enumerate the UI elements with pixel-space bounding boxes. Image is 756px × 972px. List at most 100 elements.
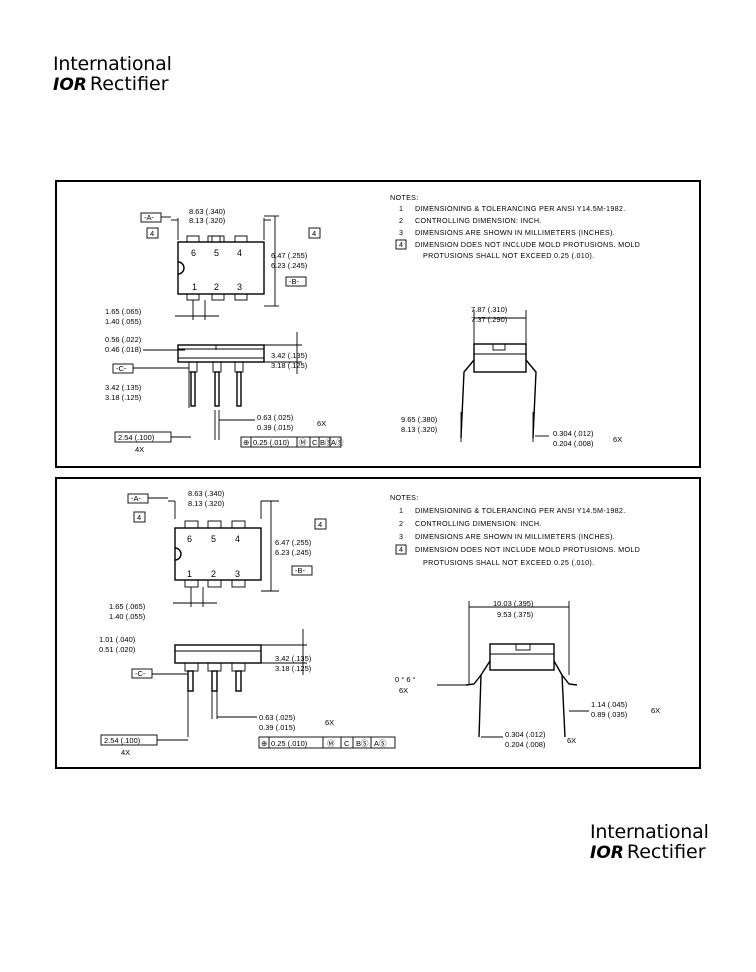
svg-text:1: 1 (399, 506, 403, 515)
dim-pitch: 2.54 (.100) (104, 736, 141, 745)
dim-body-height-min: 3.18 (.125) (271, 361, 308, 370)
smd-drawing: 6 5 4 1 2 3 -A- 4 8.63 (.340) 8.13 (.320… (99, 489, 660, 757)
end-lead-thick-min: 0.204 (.008) (505, 740, 546, 749)
end-foot-qty: 6X (651, 706, 660, 715)
dim-pitch-qty: 4X (121, 748, 130, 757)
svg-text:0.25 (.010): 0.25 (.010) (253, 438, 290, 447)
svg-text:DIMENSIONING & TOLERANCING PE: DIMENSIONING & TOLERANCING PER ANSI Y14.… (415, 506, 626, 515)
logo-ior-badge: IOR (53, 75, 87, 95)
dip-end-view (460, 343, 537, 439)
dim-pin-spacing-min: 1.40 (.055) (105, 317, 142, 326)
svg-text:4: 4 (399, 545, 403, 554)
svg-text:DIMENSION DOES NOT INCLUDE: DIMENSION DOES NOT INCLUDE MOLD PROTUSIO… (415, 545, 640, 554)
smd-top-view: 6 5 4 1 2 3 (174, 520, 262, 588)
logo-rectifier: Rectifier (626, 841, 706, 863)
note-flag-4: 4 (137, 513, 141, 522)
end-lead-thick-min: 0.204 (.008) (553, 439, 594, 448)
svg-text:0.25 (.010): 0.25 (.010) (271, 739, 308, 748)
pin-4-label: 4 (237, 248, 242, 258)
end-row-spacing-min: 7.37 (.290) (471, 315, 508, 324)
pin-3-label: 3 (235, 569, 240, 579)
datum-b-label: -B- (289, 277, 300, 286)
svg-text:CONTROLLING DIMENSION: INCH.: CONTROLLING DIMENSION: INCH. (415, 519, 542, 528)
pin-6-label: 6 (191, 248, 196, 258)
end-foot-min: 0.89 (.035) (591, 710, 628, 719)
dim-pin-spacing-max: 1.65 (.065) (105, 307, 142, 316)
svg-text:3: 3 (399, 228, 403, 237)
dip-drawing: 6 5 4 1 2 3 -A- 4 8.63 (.340) 8.13 (.320… (105, 193, 640, 454)
note-flag-4b: 4 (312, 229, 316, 238)
end-lead-span-min: 9.53 (.375) (497, 610, 534, 619)
dim-width-max: 6.47 (.255) (275, 538, 312, 547)
datum-b-label: -B- (295, 566, 306, 575)
svg-text:⊕: ⊕ (261, 739, 267, 748)
logo-ior-badge: IOR (590, 843, 624, 863)
dim-lead-thick-max: 0.63 (.025) (257, 413, 294, 422)
pin-6-label: 6 (187, 534, 192, 544)
notes-title: NOTES: (390, 493, 419, 502)
svg-text:C: C (312, 438, 318, 447)
dim-lead-thick-min: 0.39 (.015) (259, 723, 296, 732)
pin-2-label: 2 (211, 569, 216, 579)
svg-text:AⓈ: AⓈ (331, 438, 344, 447)
pin-5-label: 5 (211, 534, 216, 544)
datum-a-label: -A- (131, 494, 142, 503)
datum-c-label: -C- (116, 364, 127, 373)
svg-text:BⓈ: BⓈ (320, 438, 333, 447)
dim-lead-thick-max: 0.63 (.025) (259, 713, 296, 722)
smd-end-view (465, 643, 578, 738)
end-lead-span-max: 9.65 (.380) (401, 415, 438, 424)
svg-text:CONTROLLING DIMENSION: INCH.: CONTROLLING DIMENSION: INCH. (415, 216, 542, 225)
dip-side-view (177, 344, 265, 407)
dim-lead-length-max: 3.42 (.135) (105, 383, 142, 392)
svg-text:⊕: ⊕ (243, 438, 249, 447)
svg-text:PROTUSIONS SHALL NOT EXCEED: PROTUSIONS SHALL NOT EXCEED 0.25 (.010). (423, 558, 594, 567)
svg-text:DIMENSIONS ARE SHOWN IN MI: DIMENSIONS ARE SHOWN IN MILLIMETERS (INC… (415, 228, 615, 237)
note-flag-4b: 4 (318, 520, 322, 529)
feature-control-frame: ⊕ 0.25 (.010) Ⓜ C BⓈ AⓈ (258, 736, 396, 749)
feature-control-frame: ⊕ 0.25 (.010) Ⓜ C BⓈ AⓈ (240, 436, 344, 448)
panel-dip-package: 6 5 4 1 2 3 -A- 4 8.63 (.340) 8.13 (.320… (55, 180, 701, 468)
smd-side-view (174, 644, 262, 692)
dim-length-max: 8.63 (.340) (189, 207, 226, 216)
notes-block: NOTES: 1 DIMENSIONING & TOLERANCING PER … (390, 193, 640, 260)
notes-title: NOTES: (390, 193, 419, 202)
pin-5-label: 5 (214, 248, 219, 258)
svg-text:Ⓜ: Ⓜ (327, 739, 335, 748)
end-angle-qty: 6X (399, 686, 408, 695)
dim-pin-spacing-max: 1.65 (.065) (109, 602, 146, 611)
end-lead-thick-max: 0.304 (.012) (553, 429, 594, 438)
end-lead-span-max: 10.03 (.395) (493, 599, 534, 608)
panel-smd-package: 6 5 4 1 2 3 -A- 4 8.63 (.340) 8.13 (.320… (55, 477, 701, 769)
dim-pitch-qty: 4X (135, 445, 144, 454)
end-foot-max: 1.14 (.045) (591, 700, 628, 709)
dim-standoff-max: 1.01 (.040) (99, 635, 136, 644)
svg-text:DIMENSIONS ARE SHOWN IN MI: DIMENSIONS ARE SHOWN IN MILLIMETERS (INC… (415, 532, 615, 541)
svg-text:BⓈ: BⓈ (356, 739, 369, 748)
dim-lead-length-min: 3.18 (.125) (105, 393, 142, 402)
dim-length-min: 8.13 (.320) (188, 499, 225, 508)
note-flag-4: 4 (150, 229, 154, 238)
dim-lead-thick-min: 0.39 (.015) (257, 423, 294, 432)
pin-1-label: 1 (187, 569, 192, 579)
end-lead-span-min: 8.13 (.320) (401, 425, 438, 434)
dim-pitch: 2.54 (.100) (118, 433, 155, 442)
svg-text:DIMENSIONING & TOLERANCING PE: DIMENSIONING & TOLERANCING PER ANSI Y14.… (415, 204, 626, 213)
logo-international: International (590, 821, 709, 843)
dim-lead-width-max: 0.56 (.022) (105, 335, 142, 344)
dim-body-height-min: 3.18 (.125) (275, 664, 312, 673)
datum-a-label: -A- (144, 213, 155, 222)
dim-lead-thick-qty: 6X (325, 718, 334, 727)
end-row-spacing-max: 7.87 (.310) (471, 305, 508, 314)
svg-text:4: 4 (399, 240, 403, 249)
notes-block: NOTES: 1 DIMENSIONING & TOLERANCING PER … (390, 493, 640, 567)
svg-text:PROTUSIONS SHALL NOT EXCEED: PROTUSIONS SHALL NOT EXCEED 0.25 (.010). (423, 251, 594, 260)
dim-pin-spacing-min: 1.40 (.055) (109, 612, 146, 621)
dim-width-max: 6.47 (.255) (271, 251, 308, 260)
end-lead-thick-qty: 6X (613, 435, 622, 444)
svg-text:DIMENSION DOES NOT INCLUDE: DIMENSION DOES NOT INCLUDE MOLD PROTUSIO… (415, 240, 640, 249)
dip-top-view: 6 5 4 1 2 3 (177, 235, 265, 301)
svg-text:2: 2 (399, 519, 403, 528)
dim-standoff-min: 0.51 (.020) (99, 645, 136, 654)
